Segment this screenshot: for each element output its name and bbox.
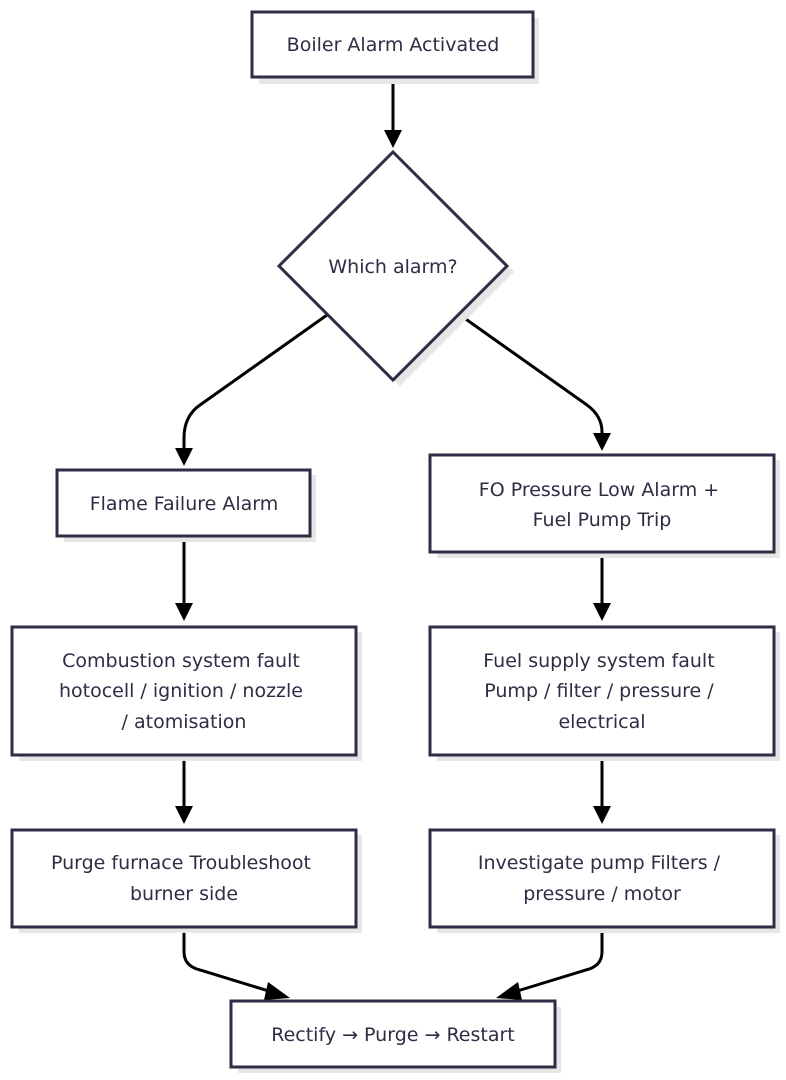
edge-investigate-pump-to-rectify	[513, 928, 604, 994]
edge-decision-to-flame-alarm	[182, 313, 328, 450]
arrowhead-fo-alarm	[593, 433, 611, 451]
node-combustion-system-fault: Combustion system fault hotocell / ignit…	[10, 625, 362, 761]
node-boiler-alarm-activated: Boiler Alarm Activated	[250, 10, 539, 84]
edges	[175, 79, 611, 1000]
node-rectify-purge-restart: Rectify → Purge → Restart	[229, 999, 561, 1073]
arrowhead-rectify-left	[264, 982, 290, 1000]
node-label: Flame Failure Alarm	[90, 493, 279, 515]
node-label: Rectify → Purge → Restart	[271, 1024, 515, 1046]
node-label: Purge furnace Troubleshoot burner side	[51, 852, 317, 905]
node-label: Investigate pump Filters / pressure / mo…	[478, 852, 726, 905]
arrowhead-rectify-right	[496, 982, 522, 1000]
arrowhead-purge-furnace	[175, 806, 193, 824]
node-label: FO Pressure Low Alarm + Fuel Pump Trip	[479, 479, 725, 531]
arrowhead-decision	[384, 130, 402, 148]
arrowhead-flame-alarm	[175, 448, 193, 466]
edge-decision-to-fo-alarm	[459, 313, 604, 435]
node-label: Boiler Alarm Activated	[287, 34, 500, 56]
node-investigate-pump: Investigate pump Filters / pressure / mo…	[428, 828, 780, 933]
node-label: Combustion system fault hotocell / ignit…	[59, 650, 309, 733]
arrowhead-investigate-pump	[593, 806, 611, 824]
node-fo-pressure-low-alarm: FO Pressure Low Alarm + Fuel Pump Trip	[428, 453, 780, 558]
node-decision-which-alarm: Which alarm?	[276, 149, 514, 386]
arrowhead-combustion-fault	[175, 603, 193, 621]
node-flame-failure-alarm: Flame Failure Alarm	[55, 468, 316, 542]
arrowhead-fuel-fault	[593, 603, 611, 621]
node-label: Which alarm?	[328, 256, 457, 278]
node-label: Fuel supply system fault Pump / filter /…	[483, 650, 720, 733]
node-purge-furnace: Purge furnace Troubleshoot burner side	[10, 828, 362, 933]
node-fuel-supply-system-fault: Fuel supply system fault Pump / filter /…	[428, 625, 780, 761]
edge-purge-furnace-to-rectify	[182, 928, 273, 994]
